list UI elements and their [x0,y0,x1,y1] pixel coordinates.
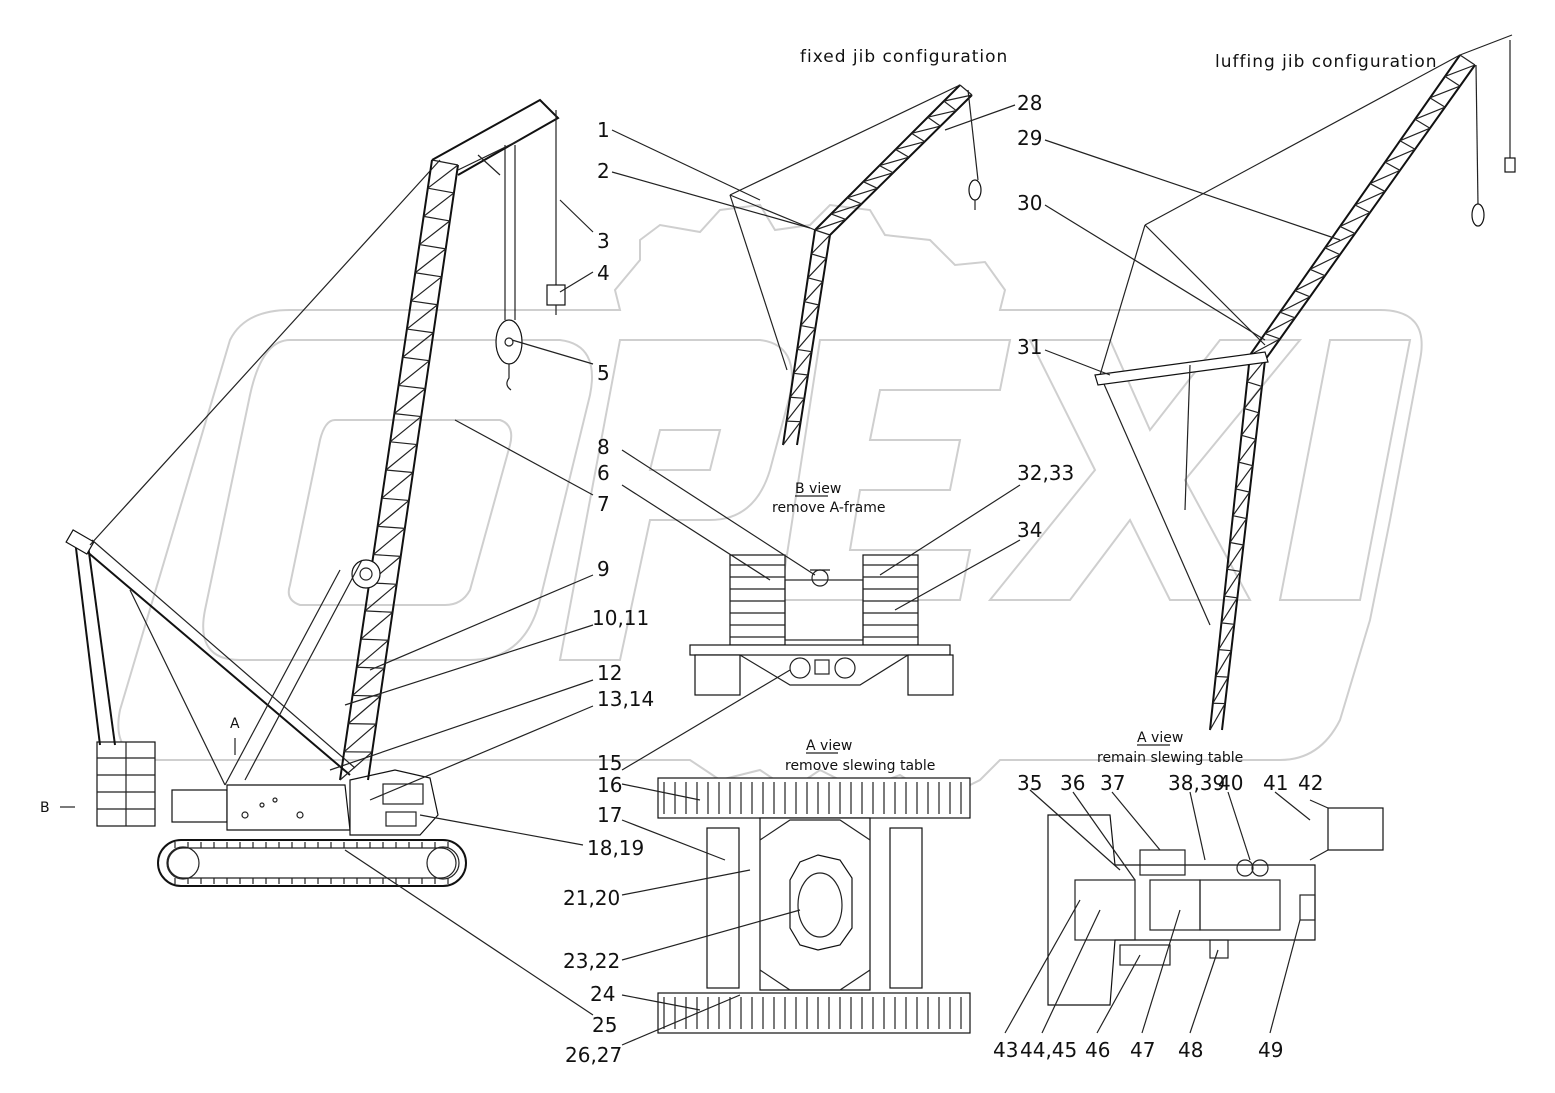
caption-b-view-sub: remove A-frame [772,500,885,516]
b-view-track-right [908,655,953,695]
slewing-platform [227,785,350,830]
callout-49: 49 [1258,1038,1283,1062]
marker-b: B [40,800,50,816]
callout-13-14: 13,14 [597,687,654,711]
callout-41: 41 [1263,771,1288,795]
slewing-ring [790,855,852,950]
backstay-link [85,550,350,775]
callout-28: 28 [1017,91,1042,115]
crawler-track [158,840,466,886]
rear-counterweight-body [172,790,227,822]
callout-30: 30 [1017,191,1042,215]
callout-1: 1 [597,118,610,142]
callout-3: 3 [597,229,610,253]
a-view-carbody [658,778,970,1033]
callout-5: 5 [597,361,610,385]
luffing-jib-boom [1250,55,1475,360]
callout-47: 47 [1130,1038,1155,1062]
callout-46: 46 [1085,1038,1110,1062]
callout-9: 9 [597,557,610,581]
b-view-track-left [695,655,740,695]
boom-pendant [90,160,440,545]
a-view-slewing-table [1048,800,1383,1005]
callout-2: 2 [597,159,610,183]
caption-a-view1-sub: remove slewing table [785,758,935,774]
marker-a: A [230,716,240,732]
a-view1-track-top [658,778,970,818]
callout-23-22: 23,22 [563,949,620,973]
main-crane-side-view [66,100,565,886]
callout-36: 36 [1060,771,1085,795]
callout-15: 15 [597,751,622,775]
callout-21-20: 21,20 [563,886,620,910]
callout-32-33: 32,33 [1017,461,1074,485]
aux-hook-weight [547,285,565,305]
callout-35: 35 [1017,771,1042,795]
callout-12: 12 [597,661,622,685]
caption-a-view2-sub: remain slewing table [1097,750,1243,766]
idler-wheel [167,847,199,879]
callout-31: 31 [1017,335,1042,359]
a-frame-mast [75,540,100,745]
callout-25: 25 [592,1013,617,1037]
callout-26-27: 26,27 [565,1043,622,1067]
callout-43: 43 [993,1038,1018,1062]
slewing-table [1048,815,1315,1005]
caption-luffing-jib: luffing jib configuration [1215,52,1438,72]
callout-17: 17 [597,803,622,827]
callout-7: 7 [597,492,610,516]
callout-37: 37 [1100,771,1125,795]
luffing-strut [1095,352,1268,385]
a-view1-track-bottom [658,993,970,1033]
winch-drum [352,560,380,588]
caption-a-view2-title: A view [1137,730,1183,746]
caption-fixed-jib: fixed jib configuration [800,47,1008,67]
callout-48: 48 [1178,1038,1203,1062]
watermark-logo [118,205,1421,800]
callout-10-11: 10,11 [592,606,649,630]
callout-42: 42 [1298,771,1323,795]
callout-34: 34 [1017,518,1042,542]
caption-a-view1-title: A view [806,738,852,754]
callout-8: 8 [597,435,610,459]
b-view-counterweight-left [730,555,785,645]
callout-38-39: 38,39 [1168,771,1225,795]
callout-16: 16 [597,773,622,797]
callout-44-45: 44,45 [1020,1038,1077,1062]
callout-24: 24 [590,982,615,1006]
luffing-jib-view [1095,35,1515,730]
fixed-jib-boom [815,85,972,235]
caption-b-view-title: B view [795,481,841,497]
callout-18-19: 18,19 [587,836,644,860]
callout-29: 29 [1017,126,1042,150]
drive-sprocket [427,847,459,879]
callout-6: 6 [597,461,610,485]
operator-cab [350,770,438,835]
b-view-front [690,555,953,695]
callout-4: 4 [597,261,610,285]
a-view2-cab [1328,808,1383,850]
callout-40: 40 [1218,771,1243,795]
